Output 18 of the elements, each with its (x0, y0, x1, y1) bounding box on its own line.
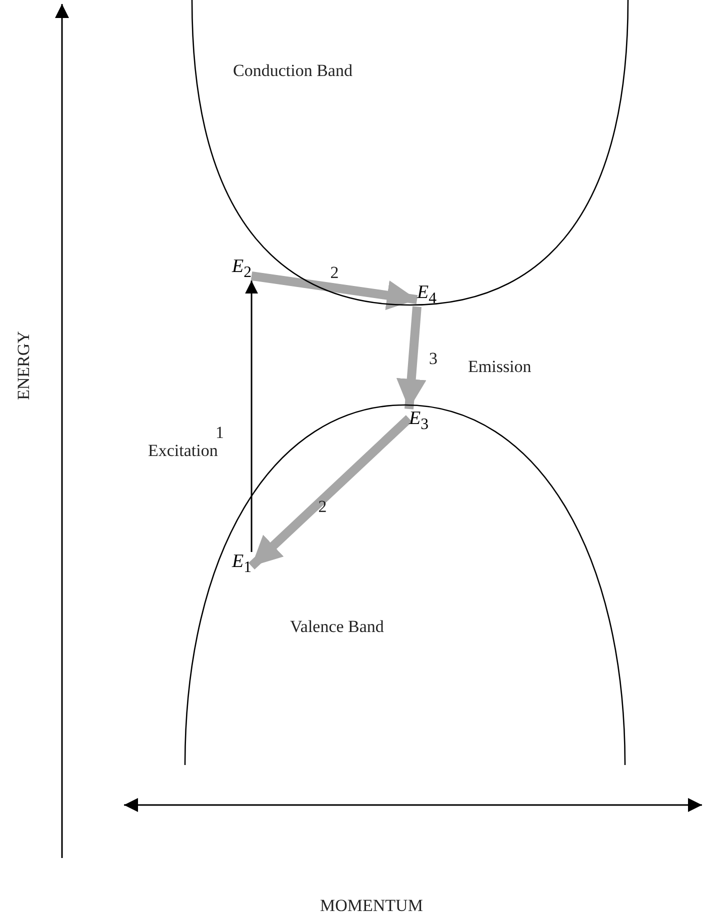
edge-label: 2 (330, 264, 339, 281)
energy-level-label: E$_{1}$ (232, 552, 252, 576)
edge-label: 3 (429, 350, 438, 367)
annotation-label: Emission (468, 358, 532, 375)
band-label: Conduction Band (233, 62, 352, 79)
arrow (248, 415, 412, 570)
arrow (250, 271, 418, 310)
annotation-label: Excitation (148, 442, 218, 459)
arrow (396, 306, 426, 410)
edge-label: 2 (318, 498, 327, 516)
band-label: Valence Band (290, 618, 384, 635)
edge-label: 1 (216, 424, 224, 442)
axis-label: MOMENTUM (320, 897, 423, 914)
arrow (245, 280, 258, 552)
energy-level-label: E$_{2}$ (232, 257, 252, 281)
axis-label: ENERGY (15, 331, 32, 400)
energy-level-label: E$_{3}$ (409, 409, 429, 433)
energy-level-label: E$_{4}$ (417, 283, 437, 307)
